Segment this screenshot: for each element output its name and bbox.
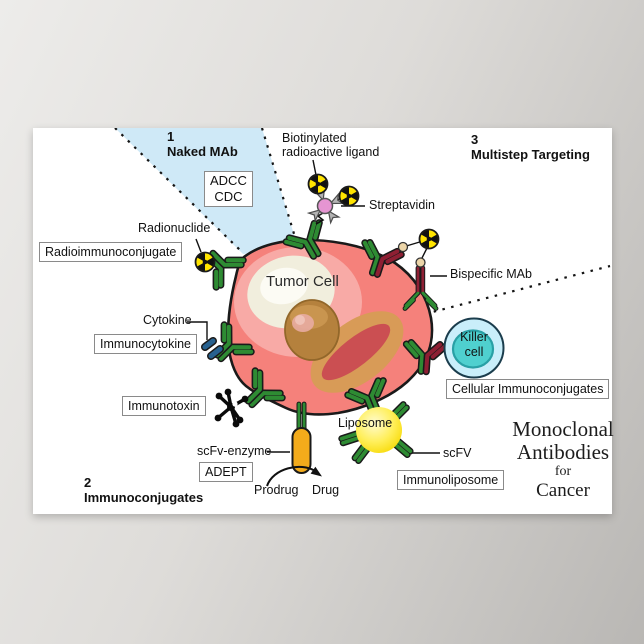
- adcc-cdc-box: ADCC CDC: [204, 171, 253, 207]
- cytokine-label: Cytokine: [143, 313, 192, 327]
- immunocytokine-box: Immunocytokine: [94, 334, 198, 354]
- radioactive-icon: [338, 185, 360, 207]
- poster-title: Monoclonal Antibodies for Cancer: [488, 417, 638, 502]
- section1-number: 1: [167, 129, 175, 144]
- streptavidin-label: Streptavidin: [369, 198, 436, 212]
- killer-cell-icon: [443, 317, 505, 379]
- prodrug-label: Prodrug: [254, 483, 299, 497]
- radioactive-icon: [307, 173, 329, 195]
- tumor-cell-label: Tumor Cell: [266, 273, 339, 290]
- toxin-icon: [214, 388, 249, 428]
- prodrug-drug-arrow-icon: [266, 465, 322, 487]
- biotinylated-ligand-label: Biotinylated radioactive ligand: [282, 131, 379, 159]
- biotin-linker-icon: [315, 212, 325, 225]
- bispecific-antibody-2-icon: [402, 265, 439, 311]
- adcc-label: ADCC: [210, 173, 247, 188]
- streptavidin-complex: [307, 173, 360, 225]
- biotinylated-line1: Biotinylated: [282, 131, 347, 145]
- title-line2: Antibodies: [516, 440, 610, 464]
- section2-title: Immunoconjugates: [84, 490, 204, 505]
- adept-box: ADEPT: [199, 462, 253, 482]
- title-line3: for: [554, 464, 572, 479]
- cellular-immunoconjugates-box: Cellular Immunoconjugates: [446, 379, 610, 399]
- section3-number: 3: [471, 132, 479, 147]
- tumor-cell-organelle: [321, 323, 391, 381]
- killer-line2: cell: [464, 345, 484, 359]
- section1-title: Naked MAb: [167, 144, 238, 159]
- diagram-canvas: [114, 128, 611, 487]
- liposome-label: Liposome: [338, 416, 393, 430]
- immunotoxin-box: Immunotoxin: [122, 396, 206, 416]
- radioactive-icon: [418, 228, 440, 250]
- title-line4: Cancer: [536, 480, 590, 501]
- mab-poster: 1 Naked MAb ADCC CDC Biotinylated radioa…: [33, 128, 614, 514]
- scfv-enzyme-icon: [291, 401, 312, 474]
- scfv-label: scFV: [443, 446, 472, 460]
- hapten-icon: [415, 257, 426, 268]
- drug-label: Drug: [312, 483, 340, 497]
- pointer-lines: [187, 159, 447, 454]
- hapten-icon: [397, 241, 409, 253]
- cytokine-icon: [201, 337, 224, 360]
- tumor-cell: [226, 238, 434, 416]
- biotinylated-line2: radioactive ligand: [282, 145, 380, 159]
- section2-number: 2: [84, 475, 92, 490]
- section3-title: Multistep Targeting: [471, 147, 590, 162]
- title-line1: Monoclonal: [512, 417, 614, 441]
- killer-line1: Killer: [460, 330, 488, 344]
- radioimmunoconjugate-box: Radioimmunoconjugate: [39, 242, 183, 262]
- radioactive-icon: [194, 251, 216, 273]
- bispecific-mab-label: Bispecific MAb: [450, 267, 532, 281]
- tumor-cell-nucleus: [284, 299, 340, 361]
- radionuclide-label: Radionuclide: [138, 221, 211, 235]
- scfv-enzyme-label: scFv-enzyme: [197, 444, 272, 458]
- killer-cell-label: Killer cell: [444, 330, 504, 360]
- liposome-icon: [342, 405, 411, 461]
- tumor-cell-pale-core: [260, 267, 308, 305]
- cdc-label: CDC: [214, 189, 243, 204]
- streptavidin-icon: [316, 197, 334, 215]
- immunoliposome-box: Immunoliposome: [397, 470, 505, 490]
